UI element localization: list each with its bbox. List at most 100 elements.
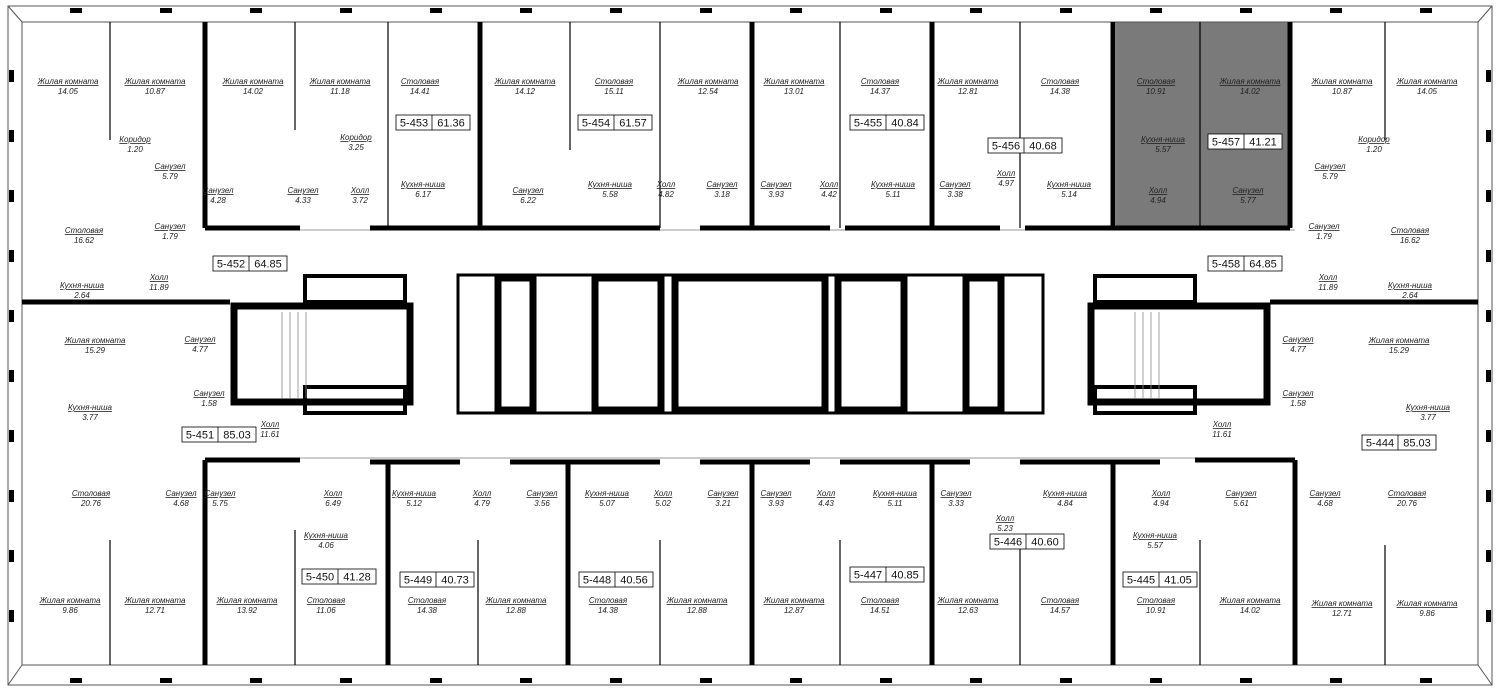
room-name: Санузел [1309, 489, 1341, 498]
window-mark [610, 8, 622, 13]
room-name: Кухня-ниша [60, 281, 104, 290]
room-area: 5.11 [888, 499, 903, 508]
apartment-label-box [578, 571, 654, 588]
room-name: Санузел [287, 186, 319, 195]
room-area: 10.91 [1146, 87, 1166, 96]
room-area: 3.25 [348, 143, 364, 152]
room-name: Жилая комната [37, 77, 99, 86]
room-name: Холл [1318, 273, 1338, 282]
room-name: Столовая [72, 489, 111, 498]
room-area: 13.92 [237, 606, 258, 615]
room-area: 14.51 [870, 606, 890, 615]
window-mark [430, 8, 442, 13]
room-area: 4.97 [998, 179, 1014, 188]
room-area: 14.02 [243, 87, 264, 96]
apartment-number: 5-451 [186, 430, 214, 442]
highlighted-apartment-5-457[interactable] [1116, 22, 1288, 227]
room-area: 3.72 [352, 196, 368, 205]
room-name: Жилая комната [64, 336, 126, 345]
room-name: Жилая комната [1396, 77, 1458, 86]
room-name: Санузел [940, 489, 972, 498]
room-area: 12.88 [506, 606, 527, 615]
room-name: Кухня-ниша [68, 403, 112, 412]
room-area: 1.20 [127, 145, 143, 154]
apartment-area: 64.85 [1249, 259, 1277, 271]
window-mark [9, 310, 14, 322]
room-area: 2.64 [73, 291, 90, 300]
apartment-area: 41.05 [1164, 575, 1192, 587]
window-mark [70, 8, 82, 13]
room-name: Холл [656, 180, 676, 189]
window-mark [340, 8, 352, 13]
apartment-number: 5-454 [582, 118, 610, 130]
room-name: Столовая [307, 596, 346, 605]
room-area: 10.87 [1332, 87, 1353, 96]
room-name: Столовая [861, 596, 900, 605]
apartment-label-5-451[interactable]: 5-451 85.03 [181, 426, 257, 443]
apartment-area: 64.85 [254, 259, 282, 271]
window-mark [1330, 8, 1342, 13]
room-area: 12.88 [687, 606, 708, 615]
room-name: Жилая комната [1311, 599, 1373, 608]
room-area: 14.05 [1417, 87, 1438, 96]
room-area: 4.28 [210, 196, 226, 205]
room-area: 9.86 [62, 606, 78, 615]
room-area: 11.89 [149, 283, 169, 292]
apartment-label-box [1361, 434, 1437, 451]
room-area: 5.07 [599, 499, 615, 508]
apartment-area: 85.03 [223, 430, 251, 442]
window-mark [9, 490, 14, 502]
room-area: 14.38 [598, 606, 619, 615]
apartment-label-box [577, 114, 653, 131]
apartment-area: 41.21 [1249, 137, 1277, 149]
window-mark [1486, 490, 1491, 502]
room-area: 16.62 [1400, 236, 1421, 245]
room-name: Холл [653, 489, 673, 498]
room-name: Санузел [1225, 489, 1257, 498]
room-name: Жилая комната [485, 596, 547, 605]
room-name: Столовая [401, 77, 440, 86]
window-mark [1420, 8, 1432, 13]
window-mark [880, 8, 892, 13]
apartment-number: 5-447 [854, 570, 882, 582]
room-name: Кухня-ниша [401, 180, 445, 189]
apartment-area: 61.57 [619, 118, 647, 130]
room-area: 4.79 [474, 499, 490, 508]
room-name: Столовая [595, 77, 634, 86]
apartment-label-5-454[interactable]: 5-454 61.57 [577, 114, 653, 131]
room-area: 5.57 [1147, 541, 1163, 550]
room-area: 11.61 [260, 430, 279, 439]
room-name: Санузел [154, 162, 186, 171]
apartment-area: 41.28 [343, 572, 371, 584]
room-area: 14.02 [1240, 87, 1261, 96]
room-area: 1.79 [162, 232, 178, 241]
room-area: 5.12 [406, 499, 422, 508]
window-mark [1486, 70, 1491, 82]
window-mark [790, 8, 802, 13]
room-area: 15.11 [604, 87, 623, 96]
room-name: Жилая комната [677, 77, 739, 86]
room-area: 20.76 [80, 499, 102, 508]
room-area: 5.57 [1155, 145, 1171, 154]
room-area: 9.86 [1419, 609, 1435, 618]
room-name: Жилая комната [937, 77, 999, 86]
room-name: Жилая комната [39, 596, 101, 605]
window-mark [1330, 678, 1342, 683]
room-area: 14.38 [417, 606, 438, 615]
building-outline [7, 5, 1493, 686]
window-mark [9, 550, 14, 562]
apartment-label-box [849, 566, 925, 583]
